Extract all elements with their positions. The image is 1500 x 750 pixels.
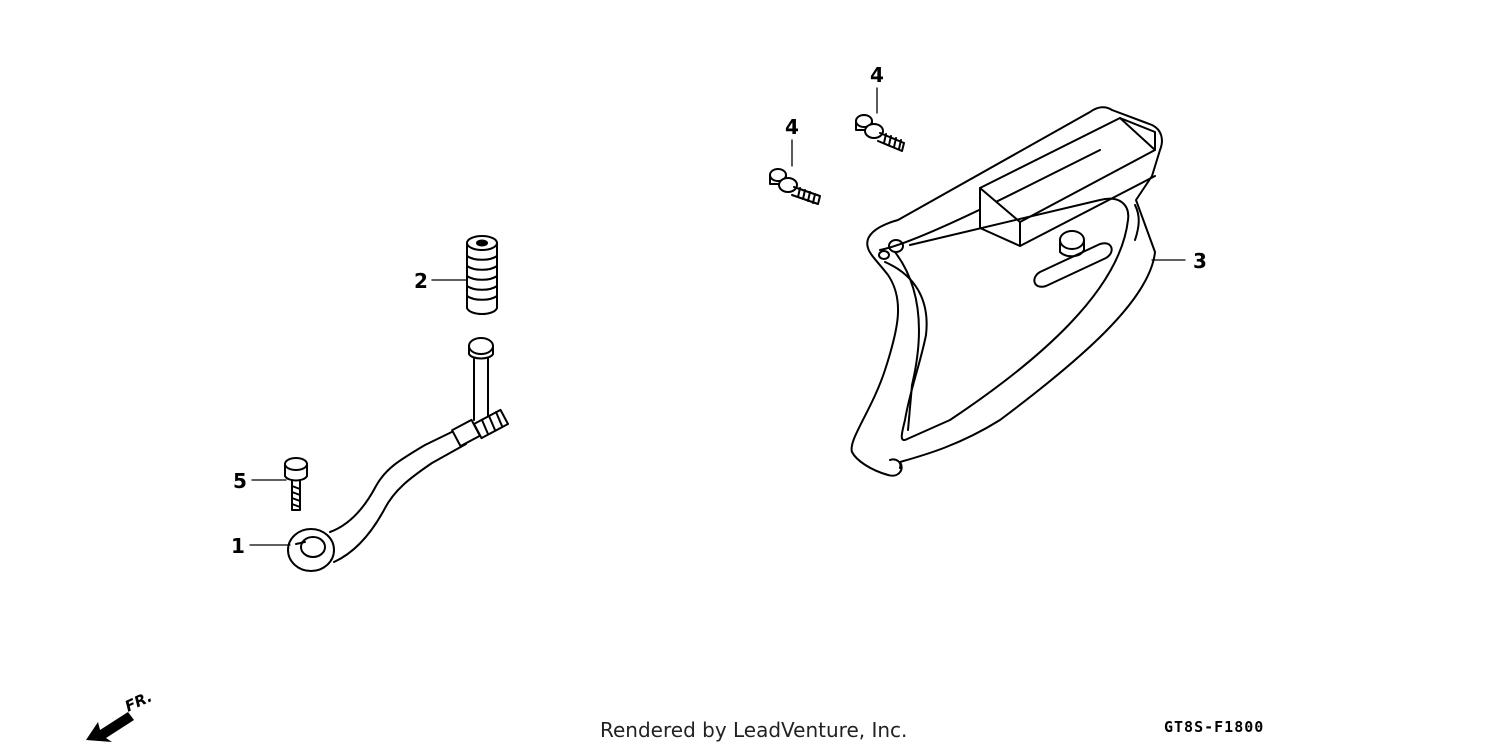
callout-4-upper: 4 <box>870 63 884 87</box>
callout-1: 1 <box>231 534 245 558</box>
pedal-bolt-part[interactable] <box>284 457 308 511</box>
callout-4-lower: 4 <box>785 115 799 139</box>
shift-pedal-part[interactable] <box>287 337 509 572</box>
callout-2: 2 <box>414 269 428 293</box>
front-direction-arrow-icon: FR. <box>86 688 155 742</box>
diagram-code: GT8S-F1800 <box>1164 718 1265 736</box>
front-label: FR. <box>122 688 155 716</box>
render-credit: Rendered by LeadVenture, Inc. <box>600 718 908 742</box>
pedal-rubber-part[interactable] <box>466 235 498 315</box>
drive-cover-part[interactable] <box>850 106 1163 477</box>
cover-bolt-upper-part[interactable] <box>855 114 905 152</box>
cover-bolt-lower-part[interactable] <box>769 168 821 205</box>
callout-3: 3 <box>1193 249 1207 273</box>
callout-5: 5 <box>233 469 247 493</box>
leader-lines <box>249 87 1186 546</box>
